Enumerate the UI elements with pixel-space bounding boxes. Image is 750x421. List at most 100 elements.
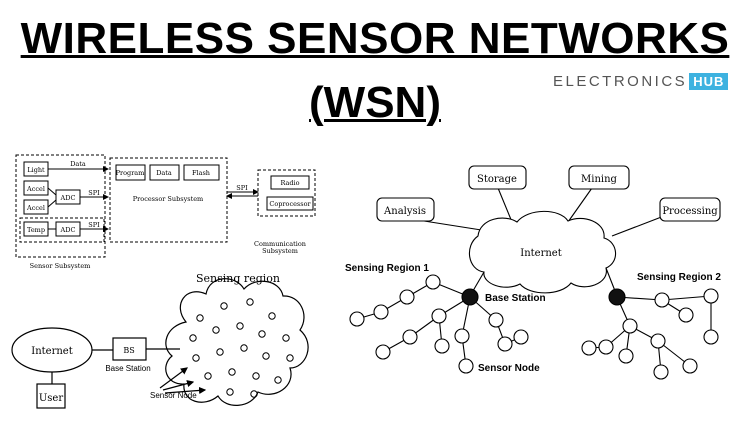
sensor-node-dot [252,372,260,380]
sensor-node-dot [262,352,270,360]
sensor-node-dot [220,302,228,310]
sensor-node [650,333,666,349]
spi-link-label-3: SPI [236,184,248,192]
service-storage-label: Storage [477,174,517,185]
sensor-node-dot [212,326,220,334]
sensor-node-dot [268,312,276,320]
processor-subsystem-box [109,157,228,243]
data-label: Data [156,169,172,177]
service-box-processing [659,197,721,222]
internet-cloud-label: Internet [520,248,561,259]
sensor-node-dot [240,344,248,352]
sensing-region-1-tree [349,274,529,374]
page-title-line1: WIRELESS SENSOR NETWORKS [20,14,730,63]
sensor-node-caption-small: Sensor Node [150,391,197,400]
coprocessor-block [266,196,314,211]
network-labels: Analysis Storage Mining Processing Inter… [345,174,721,374]
flash-block [183,164,220,181]
sensor-node [682,358,698,374]
sensor-node-dot [246,298,254,306]
network-diagram [376,165,721,297]
sensor-node-label: Sensor Node [478,363,540,374]
program-label: Program [116,169,145,177]
sensing-region-2-tree [581,288,719,380]
internet-cloud [468,210,617,294]
sensor-node [373,304,389,320]
data-block [149,164,180,181]
sensor-node-dot [196,314,204,322]
sensor-label-3: Temp [27,226,45,234]
sensor-node [703,288,719,304]
sensor-node-dot [228,368,236,376]
sensor-node [375,344,391,360]
communication-subsystem-box [257,169,316,217]
service-processing-label: Processing [662,206,718,217]
node-architecture-labels: Light Accel Accel Temp ADC ADC Data SPI … [26,160,311,270]
sensor-subsystem-label: Sensor Subsystem [30,262,91,270]
user-label: User [39,393,63,404]
sensor-node [425,274,441,290]
sensor-node [598,339,614,355]
sensor-node [581,340,597,356]
sensor-node-field [189,298,294,398]
node-architecture-diagram [15,154,316,258]
spi-link-label-2: SPI [88,221,100,229]
radio-label: Radio [280,179,299,187]
sensor-node [454,328,470,344]
sensor-subsystem-box [15,154,106,258]
electronics-hub-logo: ELECTRONICS HUB [553,70,729,92]
sensing-region-label: Sensing region [196,272,280,285]
sensor-node [434,338,450,354]
internet-label-small: Internet [31,346,72,357]
service-box-storage [468,165,527,190]
comm-subsystem-label-1: Communication [254,240,306,248]
sensor-node [431,308,447,324]
sensor-label-0: Light [27,166,45,174]
sensor-node-dot [250,390,258,398]
sensor-node [653,364,669,380]
sensor-node-dot [204,372,212,380]
logo-text: ELECTRONICS [553,72,688,90]
sensor-node [488,312,504,328]
sensor-node-dot [286,354,294,362]
sensor-node [458,358,474,374]
service-box-mining [568,165,630,190]
service-analysis-label: Analysis [383,206,426,217]
sensor-node-dot [258,330,266,338]
sensor-node-dot [274,376,282,384]
sensor-node [654,292,670,308]
radio-block [270,175,310,190]
comm-subsystem-label-2: Subsystem [262,247,298,255]
page-title-line2: (WSN) [309,78,441,127]
service-mining-label: Mining [581,174,618,185]
data-link-label: Data [70,160,86,168]
coprocessor-label: Coprocessor [269,200,311,208]
sensor-node [399,289,415,305]
sensor-node [349,311,365,327]
adc-label-2: ADC [60,226,76,234]
sensing-region-2-label: Sensing Region 2 [637,272,721,283]
sensor-node [678,307,694,323]
sensor-node [622,318,638,334]
sensor-node [513,329,529,345]
logo-badge: HUB [689,72,729,90]
base-station-caption: Base Station [105,364,150,373]
sensor-node-dot [216,348,224,356]
sensor-node-dot [189,334,197,342]
bs-label: BS [123,346,134,355]
sensor-node [703,329,719,345]
sensor-label-2: Accel [26,204,45,212]
sensing-region-1-label: Sensing Region 1 [345,263,429,274]
sensing-region-diagram [11,278,309,409]
flash-label: Flash [192,169,210,177]
user-box [36,383,66,409]
base-station-node [461,288,479,306]
sensor-node-dot [236,322,244,330]
sensor-node-dot [192,354,200,362]
base-station-node [608,288,626,306]
sensor-node [618,348,634,364]
sensor-node-dot [226,388,234,396]
spi-link-label-1: SPI [88,189,100,197]
base-station-label: Base Station [485,293,546,304]
